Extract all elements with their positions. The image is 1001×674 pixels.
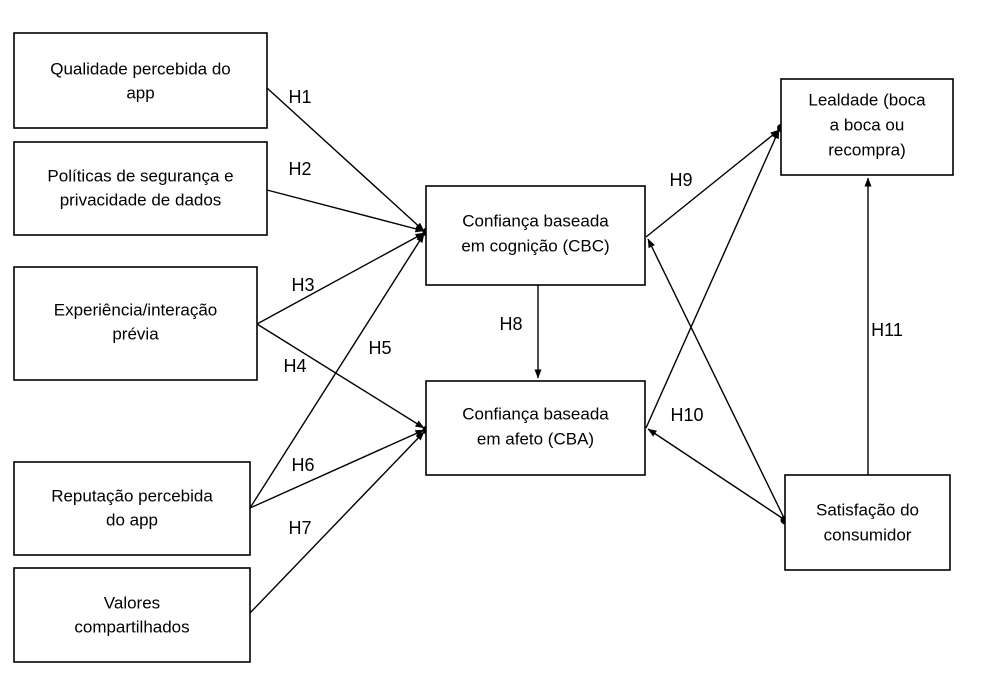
node-satisfacao-do-consumidor[interactable]: Satisfação do consumidor: [784, 474, 951, 571]
node-lealdade-rect[interactable]: [780, 78, 954, 176]
edge-h1-label: H1: [288, 87, 311, 107]
edge-h1: H1: [266, 87, 425, 232]
node-cbc-line-2: em cognição (CBC): [461, 236, 609, 255]
node-valores-compartilhados[interactable]: Valores compartilhados: [13, 567, 251, 663]
node-qualidade-rect[interactable]: [13, 32, 268, 129]
edge-h7: H7: [249, 431, 425, 614]
edge-h3-line: [256, 232, 425, 325]
edge-h5-line: [249, 233, 425, 509]
edge-h8-label: H8: [499, 314, 522, 334]
edge-h9-line: [645, 129, 780, 238]
edge-cba-lealdade: [645, 129, 780, 429]
node-reputacao-line-1: Reputação percebida: [51, 486, 213, 505]
edge-h7-label: H7: [288, 518, 311, 538]
node-lealdade-line-1: Lealdade (boca: [808, 90, 926, 109]
edge-h9: H9: [645, 129, 780, 238]
edge-h2-label: H2: [288, 159, 311, 179]
node-satisfacao-line-1: Satisfação do: [816, 500, 919, 519]
node-qualidade-line-2: app: [126, 83, 154, 102]
node-lealdade-line-3: recompra): [828, 140, 905, 159]
edge-h7-line: [249, 431, 425, 614]
node-politicas-line-2: privacidade de dados: [60, 190, 222, 209]
edge-h5-label: H5: [368, 338, 391, 358]
edge-h11-label: H11: [871, 320, 903, 340]
node-reputacao-rect[interactable]: [13, 461, 251, 556]
node-qualidade-percebida-do-app[interactable]: Qualidade percebida do app: [13, 32, 268, 129]
node-valores-line-2: compartilhados: [74, 617, 189, 636]
node-cba-rect[interactable]: [425, 380, 646, 476]
edge-h5: H5: [249, 233, 425, 509]
node-cba-line-2: em afeto (CBA): [477, 429, 594, 448]
node-cbc-rect[interactable]: [425, 185, 646, 286]
edge-h10-line: [647, 428, 786, 521]
node-confianca-baseada-cognicao[interactable]: Confiança baseada em cognição (CBC): [425, 185, 646, 286]
node-experiencia-interacao-previa[interactable]: Experiência/interação prévia: [13, 266, 258, 381]
node-experiencia-line-2: prévia: [112, 324, 159, 343]
node-politicas-rect[interactable]: [13, 141, 268, 236]
node-valores-line-1: Valores: [104, 593, 160, 612]
node-reputacao-line-2: do app: [106, 510, 158, 529]
node-valores-rect[interactable]: [13, 567, 251, 663]
node-politicas-seguranca-privacidade[interactable]: Políticas de segurança e privacidade de …: [13, 141, 268, 236]
edge-h6-label: H6: [291, 455, 314, 475]
edge-h4-line: [256, 323, 425, 429]
node-cba-line-1: Confiança baseada: [462, 404, 609, 423]
node-politicas-line-1: Políticas de segurança e: [47, 166, 233, 185]
edge-satisfacao-cbc-line: [647, 238, 786, 521]
node-reputacao-percebida-do-app[interactable]: Reputação percebida do app: [13, 461, 251, 556]
edge-satisfacao-cbc: [647, 238, 786, 521]
edge-h6: H6: [249, 429, 425, 509]
edge-h3-label: H3: [291, 275, 314, 295]
edge-h10: H10: [647, 405, 786, 521]
edge-h3: H3: [256, 232, 425, 325]
node-experiencia-line-1: Experiência/interação: [54, 300, 217, 319]
edge-h2-line: [266, 189, 425, 233]
edge-h4-label: H4: [283, 356, 306, 376]
edge-h4: H4: [256, 323, 425, 429]
edge-h11: H11: [864, 177, 903, 475]
node-confianca-baseada-afeto[interactable]: Confiança baseada em afeto (CBA): [425, 380, 646, 476]
edge-h9-label: H9: [669, 170, 692, 190]
node-satisfacao-rect[interactable]: [784, 474, 951, 571]
node-cbc-line-1: Confiança baseada: [462, 211, 609, 230]
node-lealdade-line-2: a boca ou: [830, 115, 905, 134]
node-satisfacao-line-2: consumidor: [824, 525, 912, 544]
edge-h6-line: [249, 429, 425, 509]
node-qualidade-line-1: Qualidade percebida do: [50, 59, 231, 78]
node-experiencia-rect[interactable]: [13, 266, 258, 381]
edge-h8: H8: [499, 285, 542, 379]
edge-h2: H2: [266, 159, 425, 233]
edge-h1-line: [266, 87, 425, 232]
edge-h10-label: H10: [670, 405, 703, 425]
edge-cba-lealdade-line: [645, 129, 780, 429]
node-lealdade-boca-a-boca-recompra[interactable]: Lealdade (boca a boca ou recompra): [780, 78, 954, 176]
